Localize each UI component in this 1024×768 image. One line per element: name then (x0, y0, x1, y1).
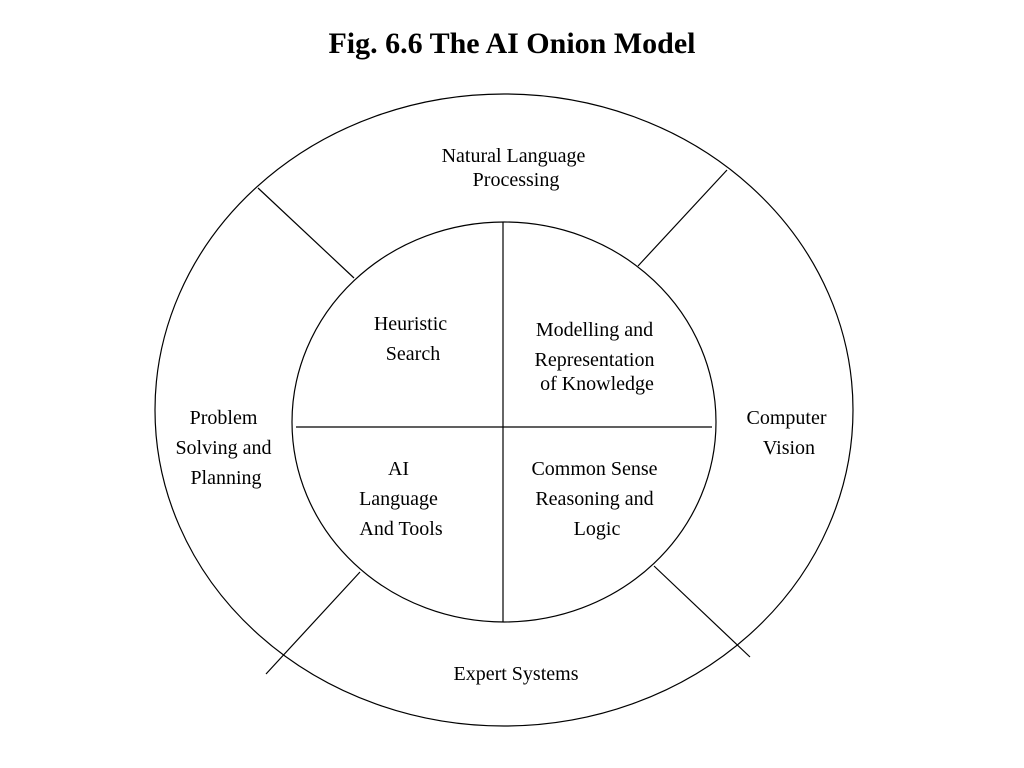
figure-title: Fig. 6.6 The AI Onion Model (328, 27, 696, 60)
ring-divider-top-left (257, 187, 355, 279)
label-modelling-and-representation-of-knowledge: Modelling and Representation of Knowledg… (535, 319, 660, 395)
outer-circle (154, 93, 854, 727)
label-common-sense-reasoning-and-logic: Common Sense Reasoning and Logic (531, 458, 662, 540)
ring-divider-bottom-left (265, 571, 361, 675)
label-heuristic-search: Heuristic Search (374, 313, 452, 365)
label-computer-vision: Computer Vision (747, 407, 832, 459)
ring-divider-top-right (637, 169, 728, 267)
label-problem-solving-and-planning: Problem Solving and Planning (175, 407, 276, 489)
label-natural-language-processing: Natural Language Processing (442, 145, 591, 191)
label-expert-systems: Expert Systems (454, 663, 579, 685)
label-ai-language-and-tools: AI Language And Tools (359, 458, 443, 540)
ring-divider-bottom-right (653, 565, 751, 658)
inner-circle (291, 221, 717, 623)
